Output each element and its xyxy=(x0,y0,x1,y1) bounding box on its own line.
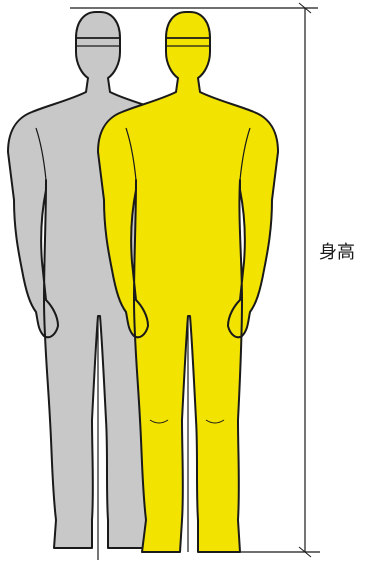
height-label: 身高 xyxy=(319,238,355,264)
